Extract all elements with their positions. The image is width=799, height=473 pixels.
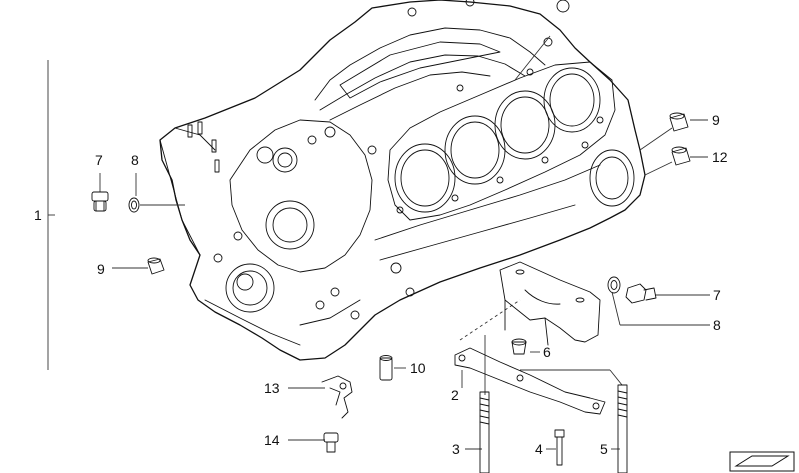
callout-2: 2 [451,387,459,403]
block-details [187,0,604,320]
plug-screw-left [91,191,109,212]
callout-7b: 7 [713,287,721,303]
screw-14 [323,432,339,453]
callout-10: 10 [410,360,426,376]
seal-ring-right [607,276,621,294]
callout-labels: 1 7 8 9 9 12 7 8 6 10 2 13 14 3 4 5 [34,112,728,457]
stud-3 [479,391,490,473]
bolt-4 [554,429,565,466]
callout-8b: 8 [713,317,721,333]
callout-1: 1 [34,207,42,223]
dowel-sleeve-right [669,112,689,132]
engine-block [159,0,646,361]
callout-6: 6 [543,344,551,360]
callout-12: 12 [712,149,728,165]
sleeve-10 [379,355,393,381]
corner-marker-icon [729,451,795,472]
plug-screw-right [625,283,657,304]
callout-7a: 7 [95,152,103,168]
holder-13 [321,375,353,419]
sleeve-12 [671,146,691,166]
dowel-sleeve-left [147,257,165,275]
callout-14: 14 [264,432,280,448]
bearing-cap [499,261,601,346]
cylinder-bores [394,67,601,213]
callout-5: 5 [600,441,608,457]
callout-8a: 8 [131,152,139,168]
stud-5 [617,384,628,473]
callout-13: 13 [264,380,280,396]
callout-9b: 9 [712,112,720,128]
bushing-6 [511,338,527,355]
leader-lines [47,35,710,450]
callout-4: 4 [535,441,543,457]
bracket-2 [454,347,606,415]
seal-ring-left [128,197,140,213]
callout-3: 3 [452,441,460,457]
callout-9a: 9 [97,261,105,277]
